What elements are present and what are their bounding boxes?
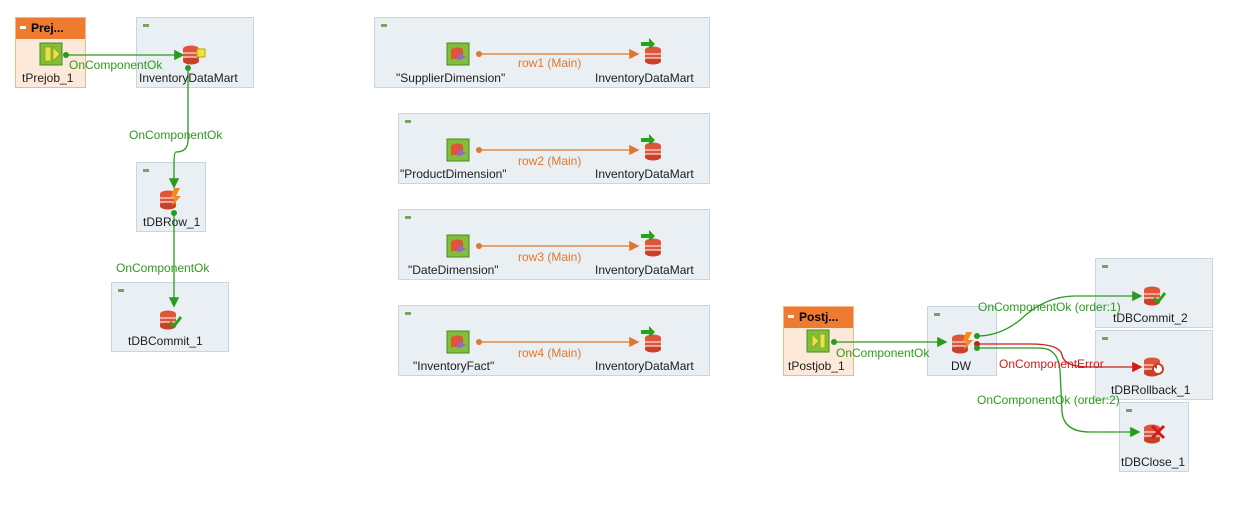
collapse-icon[interactable] [118, 289, 124, 292]
main-link-row4[interactable] [476, 336, 640, 348]
main-link-label[interactable]: row1 (Main) [518, 56, 582, 70]
trigger-label-dw-error[interactable]: OnComponentError [999, 357, 1104, 371]
dbclose-icon[interactable] [1144, 424, 1166, 444]
prejob-component-label: tPrejob_1 [22, 71, 74, 85]
prejob-icon[interactable] [39, 42, 63, 66]
db-connection-icon[interactable] [183, 45, 206, 65]
trigger-label-dbrow[interactable]: OnComponentOk [116, 261, 210, 275]
flow-source-label: "DateDimension" [408, 263, 499, 277]
dbcommit2-component-label: tDBCommit_2 [1113, 311, 1188, 325]
collapse-icon[interactable] [1102, 337, 1108, 340]
postjob-component-label: tPostjob_1 [788, 359, 845, 373]
collapse-icon[interactable] [1102, 265, 1108, 268]
collapse-icon[interactable] [788, 314, 794, 318]
collapse-icon[interactable] [934, 313, 940, 316]
trigger-link-dw-ok1[interactable] [974, 290, 1143, 339]
flow-target-label: InventoryDataMart [595, 263, 694, 277]
db-input-icon[interactable] [446, 234, 470, 258]
connection-component-label: InventoryDataMart [139, 71, 238, 85]
collapse-icon[interactable] [381, 24, 387, 27]
prejob-subjob[interactable]: Prej... [15, 17, 86, 88]
dw-dbrow-icon[interactable] [952, 332, 973, 354]
dbrow-component-label: tDBRow_1 [143, 215, 201, 229]
db-output-icon[interactable] [641, 230, 661, 257]
main-link-label[interactable]: row2 (Main) [518, 154, 582, 168]
dbrow-subjob[interactable] [136, 162, 206, 232]
db-input-icon[interactable] [446, 138, 470, 162]
trigger-link-conn-to-dbrow[interactable] [168, 65, 191, 189]
db-input-icon[interactable] [446, 42, 470, 66]
main-link-label[interactable]: row4 (Main) [518, 346, 582, 360]
dbcommit-icon[interactable] [160, 310, 183, 330]
trigger-label-conn[interactable]: OnComponentOk [129, 128, 223, 142]
db-output-icon[interactable] [641, 326, 661, 353]
main-link-row1[interactable] [476, 48, 640, 60]
flow-target-label: InventoryDataMart [595, 71, 694, 85]
dw-component-label: DW [951, 359, 971, 373]
db-output-icon[interactable] [641, 38, 661, 65]
collapse-icon[interactable] [143, 169, 149, 172]
main-link-label[interactable]: row3 (Main) [518, 250, 582, 264]
collapse-icon[interactable] [143, 24, 149, 27]
postjob-subjob-header[interactable]: Postj... [784, 307, 853, 328]
flow-target-label: InventoryDataMart [595, 167, 694, 181]
dbrollback-icon[interactable] [1144, 357, 1164, 377]
dbcommit1-component-label: tDBCommit_1 [128, 334, 203, 348]
postjob-icon[interactable] [806, 329, 830, 353]
dbrow-icon[interactable] [160, 188, 181, 210]
collapse-icon[interactable] [405, 312, 411, 315]
trigger-link-prejob[interactable] [63, 49, 185, 61]
main-link-row3[interactable] [476, 240, 640, 252]
collapse-icon[interactable] [20, 25, 26, 29]
trigger-label-dw-ok2[interactable]: OnComponentOk (order:2) [977, 393, 1120, 407]
prejob-header-label: Prej... [31, 21, 64, 35]
collapse-icon[interactable] [405, 216, 411, 219]
dbrollback-component-label: tDBRollback_1 [1111, 383, 1191, 397]
prejob-subjob-header[interactable]: Prej... [16, 18, 85, 39]
trigger-link-dbrow-to-commit[interactable] [168, 210, 180, 308]
trigger-link-postjob[interactable] [831, 336, 948, 348]
trigger-link-dw-ok2[interactable] [974, 345, 1141, 438]
flow-source-label: "SupplierDimension" [396, 71, 506, 85]
collapse-icon[interactable] [405, 120, 411, 123]
dbcommit-icon[interactable] [1144, 286, 1167, 306]
db-output-icon[interactable] [641, 134, 661, 161]
main-link-row2[interactable] [476, 144, 640, 156]
trigger-label-prejob[interactable]: OnComponentOk [69, 58, 163, 72]
trigger-label-postjob[interactable]: OnComponentOk [836, 346, 930, 360]
trigger-label-dw-ok1[interactable]: OnComponentOk (order:1) [978, 300, 1121, 314]
flow-source-label: "InventoryFact" [413, 359, 495, 373]
flow-source-label: "ProductDimension" [400, 167, 507, 181]
dbclose-component-label: tDBClose_1 [1121, 455, 1186, 469]
postjob-header-label: Postj... [799, 310, 839, 324]
collapse-icon[interactable] [1126, 409, 1132, 412]
db-input-icon[interactable] [446, 330, 470, 354]
flow-target-label: InventoryDataMart [595, 359, 694, 373]
